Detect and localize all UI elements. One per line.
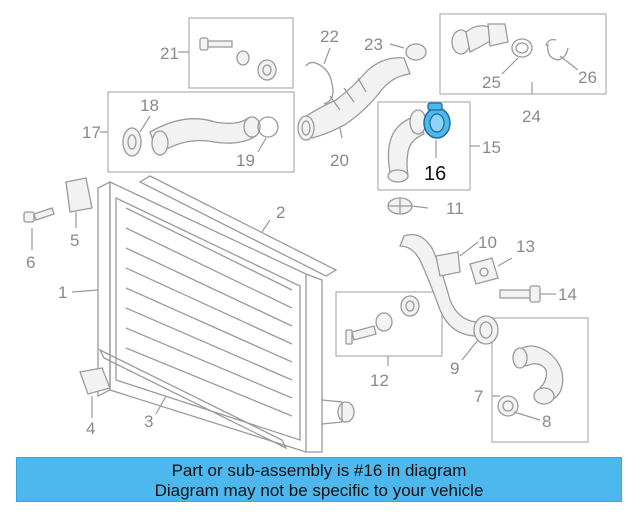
part-24-hose xyxy=(451,23,569,61)
group-box-7 xyxy=(491,317,589,443)
part-3-strip xyxy=(98,348,288,450)
callout-18: 18 xyxy=(140,96,159,115)
callout-6: 6 xyxy=(26,253,35,272)
callout-17: 17 xyxy=(82,123,101,142)
part-17-hose xyxy=(122,116,279,157)
callout-24: 24 xyxy=(522,107,541,126)
part-16-clamp-highlighted xyxy=(423,102,451,139)
callout-25: 25 xyxy=(482,73,501,92)
group-box-12 xyxy=(335,291,443,357)
info-banner: Part or sub-assembly is #16 in diagram D… xyxy=(16,457,622,502)
callout-15: 15 xyxy=(482,138,501,157)
callout-3: 3 xyxy=(144,412,153,431)
callout-23: 23 xyxy=(364,35,383,54)
callout-4: 4 xyxy=(86,419,95,438)
part-9-clamp xyxy=(473,315,499,345)
callout-26: 26 xyxy=(578,68,597,87)
banner-line-part: Part or sub-assembly is #16 in diagram xyxy=(171,461,467,480)
callout-21: 21 xyxy=(160,44,179,63)
callout-14: 14 xyxy=(558,285,577,304)
part-26-clip xyxy=(545,38,557,47)
callout-12: 12 xyxy=(370,371,389,390)
part-6-bolt xyxy=(23,207,55,223)
callout-7: 7 xyxy=(474,387,483,406)
callout-2: 2 xyxy=(276,203,285,222)
part-7-hose xyxy=(497,345,564,417)
callout-11: 11 xyxy=(446,199,464,218)
group-box-21 xyxy=(188,17,294,89)
part-13-sensor xyxy=(469,257,499,285)
part-14-bolt xyxy=(499,285,541,303)
group-box-24 xyxy=(439,13,607,95)
part-1-intercooler xyxy=(97,175,355,453)
callout-5: 5 xyxy=(70,231,79,250)
callout-16: 16 xyxy=(424,163,446,185)
callout-1: 1 xyxy=(58,283,67,302)
part-10-pipe xyxy=(387,197,477,337)
leader-lines xyxy=(31,43,579,421)
part-21-hardware xyxy=(199,37,277,81)
callout-8: 8 xyxy=(542,412,551,431)
parts-diagram: 21 18 17 19 22 23 20 24 25 26 15 16 11 1… xyxy=(23,13,607,453)
callout-10: 10 xyxy=(478,233,497,252)
banner-line-disclaimer: Diagram may not be specific to your vehi… xyxy=(154,481,484,500)
part-12-hardware xyxy=(345,295,420,345)
part-4-mount xyxy=(79,367,111,395)
part-15-hose xyxy=(387,109,427,183)
callout-9: 9 xyxy=(450,359,459,378)
callout-22: 22 xyxy=(320,27,339,46)
callout-20: 20 xyxy=(330,151,349,170)
callout-13: 13 xyxy=(516,237,535,256)
part-5-bracket xyxy=(65,177,93,213)
part-20-hose xyxy=(297,43,427,141)
callout-19: 19 xyxy=(236,151,255,170)
